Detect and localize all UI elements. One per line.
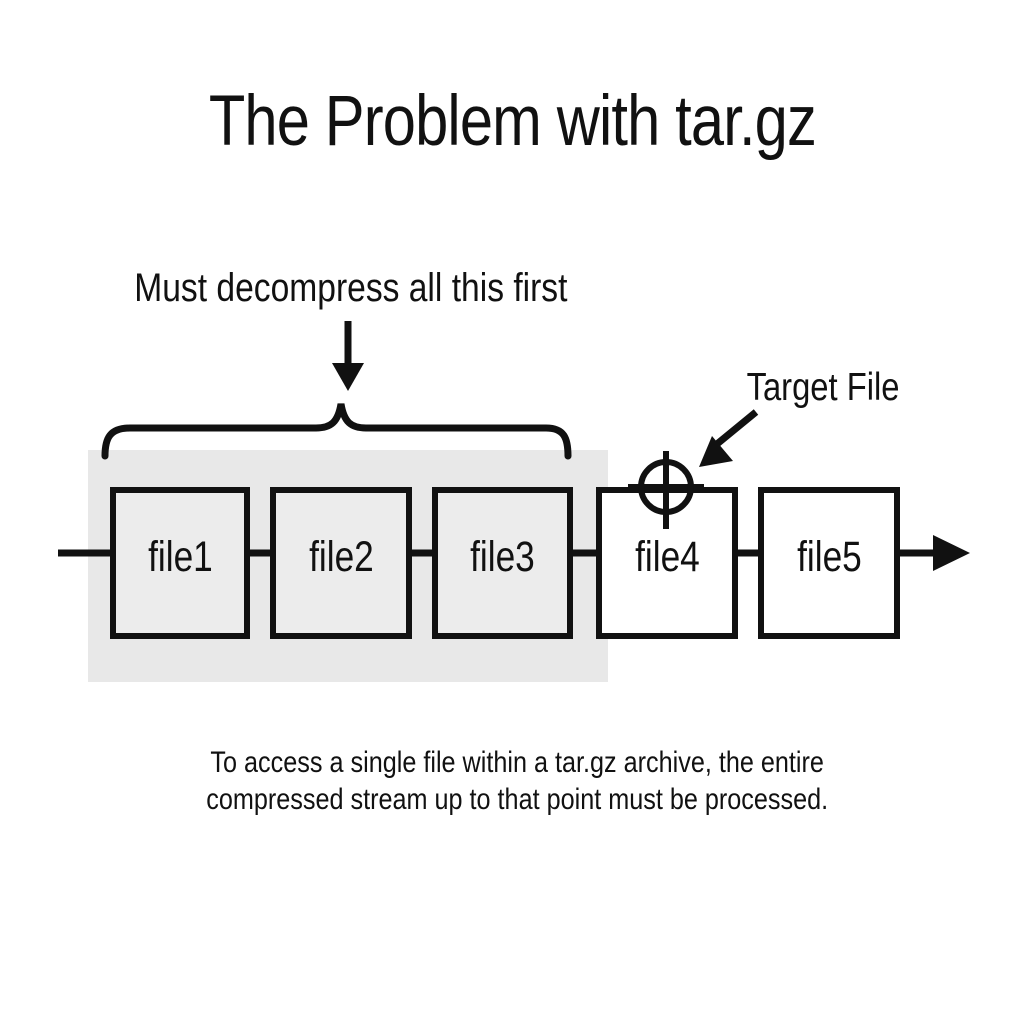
decompress-annotation: Must decompress all this first — [0, 268, 702, 308]
target-arrow-icon — [699, 409, 759, 467]
caption: To access a single file within a tar.gz … — [0, 744, 1024, 818]
filebox-file2: file2 — [270, 487, 412, 639]
down-arrow-icon — [332, 321, 364, 391]
filebox-file3: file3 — [432, 487, 573, 639]
filebox-file5: file5 — [758, 487, 900, 639]
filebox-file4: file4 — [596, 487, 738, 639]
title-container: The Problem with tar.gz — [0, 86, 1024, 157]
filebox-label: file2 — [308, 532, 374, 581]
filebox-label: file3 — [470, 532, 535, 581]
target-file-label: Target File — [746, 366, 900, 409]
decompress-label: Must decompress all this first — [134, 266, 568, 310]
brace-icon — [101, 403, 572, 460]
filebox-label: file4 — [634, 532, 700, 581]
diagram-title: The Problem with tar.gz — [208, 82, 816, 161]
caption-line-1: To access a single file within a tar.gz … — [210, 746, 824, 779]
filebox-label: file5 — [796, 532, 862, 581]
filebox-label: file1 — [147, 532, 213, 581]
filebox-file1: file1 — [110, 487, 250, 639]
target-annotation: Target File — [648, 368, 998, 407]
stream-arrowhead-icon — [933, 535, 970, 571]
caption-line-2: compressed stream up to that point must … — [206, 783, 828, 816]
